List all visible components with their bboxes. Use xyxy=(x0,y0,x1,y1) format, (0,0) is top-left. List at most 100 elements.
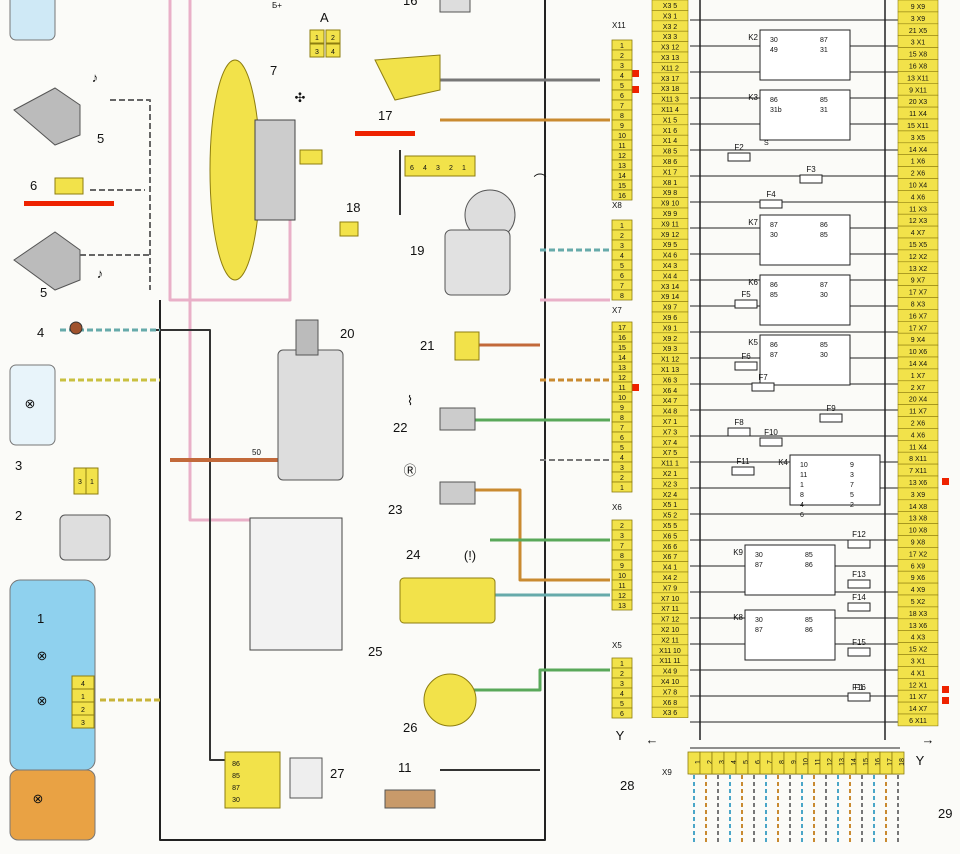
block-a-pin-label: 1 xyxy=(315,35,319,42)
left-strip-label: X2 1 xyxy=(663,471,678,478)
right-strip-label: 3 X1 xyxy=(911,40,926,47)
left-strip-label: X2 10 xyxy=(661,627,679,634)
connector-x11-pin-label: 16 xyxy=(618,193,626,200)
sensor-16 xyxy=(439,0,471,13)
relay-pin-label: 86 xyxy=(805,562,813,569)
block-a-pin xyxy=(309,29,325,44)
relay-27-pin-label: 85 xyxy=(232,773,240,780)
relay-pin-label: 85 xyxy=(805,552,813,559)
right-strip-label: 3 X5 xyxy=(911,135,926,142)
left-strip-cell xyxy=(651,706,689,718)
warning-unit-24 xyxy=(399,577,496,624)
left-strip-label: X4 8 xyxy=(663,409,678,416)
connector-x11-pin-label: 12 xyxy=(618,153,626,160)
component-number-label: 16 xyxy=(403,0,417,8)
right-strip-label: 8 X3 xyxy=(911,302,926,309)
connector-x8-title: X8 xyxy=(612,201,622,210)
highlight-marker xyxy=(24,201,114,206)
component-number-label: 26 xyxy=(403,720,417,735)
right-strip-label: 15 X11 xyxy=(907,123,929,130)
relay-box xyxy=(759,214,851,266)
component-number-label: 2 xyxy=(15,508,22,523)
right-strip-label: 15 X2 xyxy=(909,647,927,654)
left-strip-label: X4 3 xyxy=(663,263,678,270)
right-strip-label: 12 X3 xyxy=(909,218,927,225)
left-strip-label: X1 4 xyxy=(663,138,678,145)
relay-pin-label: 30 xyxy=(770,232,778,239)
component-number-label: 5 xyxy=(97,131,104,146)
connector-x6-pin-label: 3 xyxy=(620,533,624,540)
connector-x9-pin-label: 3 xyxy=(719,760,726,764)
component-number-label: 18 xyxy=(346,200,360,215)
right-strip-label: 13 X6 xyxy=(909,623,927,630)
connector-x9-pin-label: 18 xyxy=(899,758,906,766)
connector-x11-pin-label: 2 xyxy=(620,53,624,60)
connector-x5-pin xyxy=(611,707,633,719)
connector-x9-pin-label: 9 xyxy=(791,760,798,764)
relay-pin-label: 30 xyxy=(770,37,778,44)
connector-x7-pin-label: 2 xyxy=(620,475,624,482)
fuse-label: F15 xyxy=(852,638,866,647)
right-strip-label: 9 X4 xyxy=(911,337,926,344)
connector-x9-pin-label: 12 xyxy=(827,758,834,766)
connector-x8-pin-label: 1 xyxy=(620,223,624,230)
connector-x11-pin-label: 11 xyxy=(618,143,625,150)
red-marker xyxy=(632,384,639,391)
left-strip-label: X7 10 xyxy=(661,596,679,603)
fuse-body xyxy=(759,437,783,447)
right-strip-label: 14 X8 xyxy=(909,504,927,511)
right-strip-label: 1 X6 xyxy=(911,159,926,166)
temp-sensor-22 xyxy=(439,407,476,431)
switch-11 xyxy=(384,789,436,809)
connector-x7-pin-label: 6 xyxy=(620,435,624,442)
relay-pin-label: 85 xyxy=(820,97,828,104)
fuse-label: F7 xyxy=(758,373,768,382)
wire-orange-23 xyxy=(470,488,610,582)
connector-x7-pin-label: 5 xyxy=(620,445,624,452)
right-strip-label: 20 X4 xyxy=(909,397,927,404)
connector-x7-pin-label: 7 xyxy=(620,425,624,432)
connector-x8-pin-label: 5 xyxy=(620,263,624,270)
left-strip-label: X4 9 xyxy=(663,669,678,676)
relay-pin-label: 11 xyxy=(800,472,807,479)
left-strip-label: X9 10 xyxy=(661,201,679,208)
connector-x7-pin-label: 8 xyxy=(620,415,624,422)
left-strip-label: X9 5 xyxy=(663,242,678,249)
relay-pin-label: 30 xyxy=(820,292,828,299)
connector-19-pin-label: 2 xyxy=(449,165,453,172)
relay-pin-label: 49 xyxy=(770,47,778,54)
left-strip-label: X11 3 xyxy=(661,97,679,104)
left-strip-label: X11 1 xyxy=(661,461,679,468)
relay-pin-label: 30 xyxy=(755,617,763,624)
left-strip-label: X2 3 xyxy=(663,481,678,488)
right-strip-label: 5 X2 xyxy=(911,599,926,606)
headlamp-pin-label: 1 xyxy=(81,694,85,701)
fuse-label: F8 xyxy=(734,418,744,427)
k3-pin-s: S xyxy=(764,140,769,147)
connector-x9-pin xyxy=(891,751,905,775)
right-strip-label: 17 X7 xyxy=(909,290,927,297)
symbol-headlamp-icon: ⊗ xyxy=(37,648,48,663)
right-strip-label: 11 X7 xyxy=(909,409,927,416)
relay-name: K8 xyxy=(733,613,743,622)
right-strip-label: 15 X8 xyxy=(909,52,927,59)
left-strip-label: X4 2 xyxy=(663,575,678,582)
right-strip-cell xyxy=(897,713,939,727)
symbol-warning-icon: (!) xyxy=(464,548,476,563)
left-strip-label: X3 18 xyxy=(661,86,679,93)
right-strip-label: 13 X11 xyxy=(907,75,929,82)
left-strip-label: X8 1 xyxy=(663,180,678,187)
relay-pin-label: 9 xyxy=(850,462,854,469)
fuse-body xyxy=(759,199,783,209)
right-strip-label: 20 X3 xyxy=(909,99,927,106)
right-strip-label: 11 X4 xyxy=(909,111,927,118)
connector-x7-pin xyxy=(611,481,633,493)
left-strip-label: X8 6 xyxy=(663,159,678,166)
symbol-fan-icon: ✣ xyxy=(295,90,306,105)
relay-pin-label: 85 xyxy=(770,292,778,299)
connector-x9-pin-label: 13 xyxy=(839,758,846,766)
relay-pin-label: 8 xyxy=(800,492,804,499)
headlamp-1 xyxy=(9,579,96,771)
right-strip-label: 13 X2 xyxy=(909,266,927,273)
